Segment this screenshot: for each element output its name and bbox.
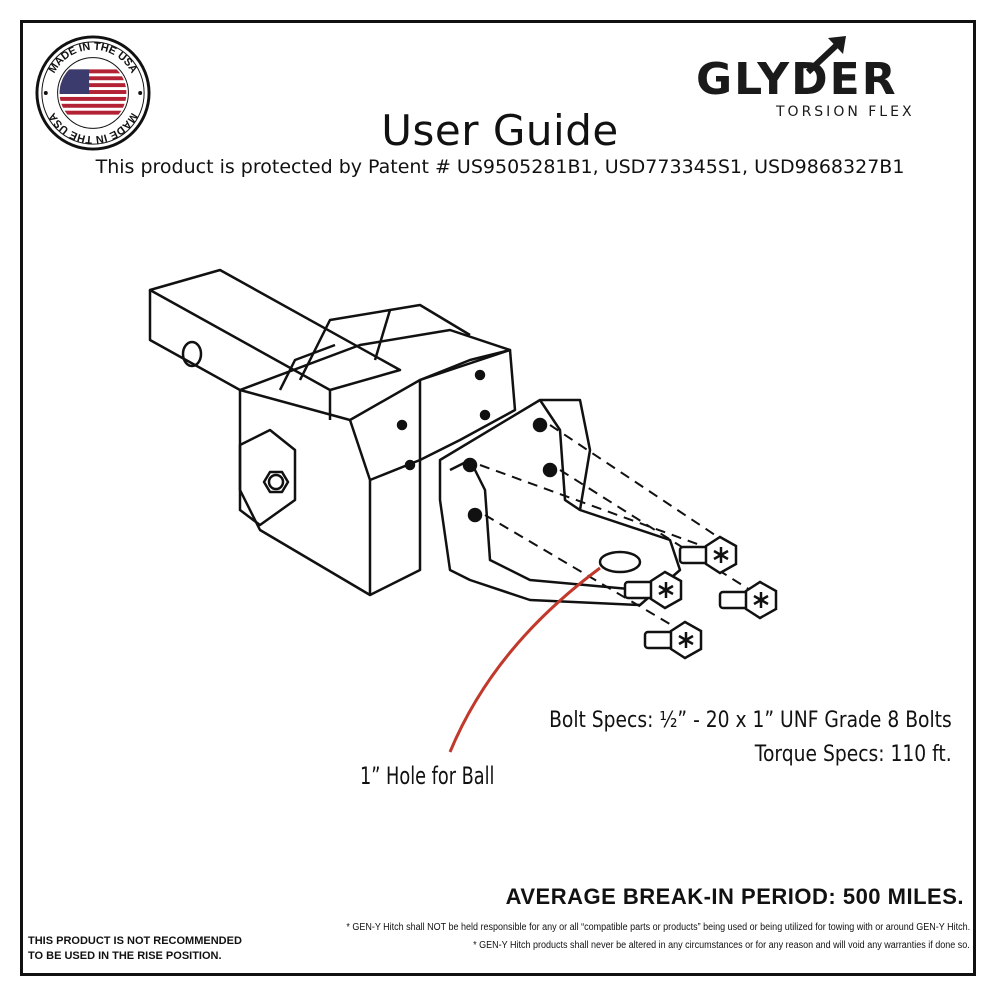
page-title: User Guide (381, 106, 619, 155)
bolt-specs: Bolt Specs: ¹⁄₂” - 20 x 1” UNF Grade 8 B… (549, 708, 952, 733)
brand-name: GLYDER (696, 54, 898, 105)
disclaimer-2: * GEN-Y Hitch products shall never be al… (473, 940, 970, 951)
disclaimer-1: * GEN-Y Hitch shall NOT be held responsi… (346, 922, 970, 933)
page-border (20, 20, 976, 976)
glyder-logo: GLYDER TORSION FLEX (690, 32, 970, 122)
bolt-icon (623, 535, 778, 660)
made-in-usa-seal: MADE IN THE USA MADE IN THE USA (35, 35, 151, 151)
patent-notice: This product is protected by Patent # US… (95, 156, 905, 178)
rise-position-warning: THIS PRODUCT IS NOT RECOMMENDED TO BE US… (28, 934, 242, 964)
torque-specs: Torque Specs: 110 ft. (755, 742, 952, 767)
warning-line-2: TO BE USED IN THE RISE POSITION. (28, 950, 222, 962)
break-in-period: AVERAGE BREAK-IN PERIOD: 500 MILES. (505, 884, 964, 909)
hole-for-ball-label: 1” Hole for Ball (360, 762, 495, 790)
brand-tagline: TORSION FLEX (775, 104, 915, 120)
arrow-up-right-icon (805, 39, 843, 75)
us-flag-icon (59, 69, 127, 117)
warning-line-1: THIS PRODUCT IS NOT RECOMMENDED (28, 935, 242, 947)
hitch-assembly-drawing (148, 268, 778, 660)
